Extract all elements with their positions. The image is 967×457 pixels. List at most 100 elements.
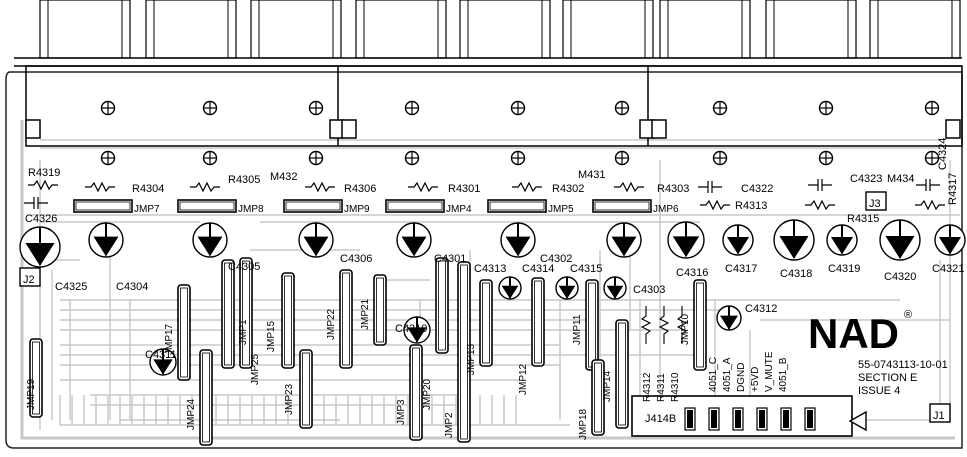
- jumper-bar-inner: [284, 275, 292, 366]
- ground-trace: [20, 120, 955, 440]
- component-label: R4313: [735, 200, 767, 212]
- resistor-symbol: [85, 181, 115, 193]
- jumper-bar: [177, 284, 191, 381]
- header-pin-fill: [783, 410, 789, 428]
- pin-label: +5VD: [750, 367, 761, 392]
- jumper-bar-inner: [302, 352, 310, 426]
- jumper-bar: [615, 319, 629, 429]
- rca-jack-body: [562, 0, 654, 59]
- component-label: C4303: [633, 284, 665, 296]
- capacitor-symbol: [698, 181, 722, 193]
- jumper-bar-inner: [285, 201, 341, 211]
- jumper-bar: [487, 199, 547, 213]
- component-label: R4302: [552, 183, 584, 195]
- component-label: C4323: [850, 173, 882, 185]
- capacitor-symbol: [916, 179, 940, 191]
- rca-jack-body: [355, 0, 447, 59]
- section-label: SECTION E: [858, 372, 917, 384]
- rca-jack-body: [39, 0, 131, 59]
- resistor-symbol: [700, 199, 730, 211]
- component-label: R4312: [642, 372, 653, 402]
- jumper-bar-inner: [534, 280, 542, 364]
- jumper-bar: [339, 269, 353, 369]
- connector-label: J3: [869, 198, 881, 210]
- jumper-bar-inner: [387, 201, 443, 211]
- jumper-label: JMP24: [186, 398, 197, 430]
- housing-tab: [651, 119, 667, 139]
- resistor-symbol: [305, 181, 335, 193]
- pin-label: DGND: [736, 363, 747, 392]
- component-label: R4319: [28, 167, 60, 179]
- jumper-label: JMP9: [344, 204, 370, 215]
- part-number: 55-0743113-10-01: [858, 359, 948, 371]
- pin-label: V_MUTE: [764, 351, 775, 392]
- jumper-bar: [457, 261, 471, 443]
- component-label: C4326: [25, 213, 57, 225]
- header-pin-fill: [759, 410, 765, 428]
- housing-tab: [341, 119, 357, 139]
- jumper-bar-inner: [342, 272, 350, 366]
- component-label: C4317: [725, 263, 757, 275]
- jumper-label: JMP5: [548, 204, 574, 215]
- housing-tab: [945, 119, 961, 139]
- jumper-bar: [592, 199, 652, 213]
- jumper-bar: [591, 359, 605, 436]
- registered-mark: ®: [904, 309, 912, 321]
- jumper-bar-inner: [376, 277, 384, 343]
- rca-jack-body: [765, 0, 857, 59]
- jumper-bar-inner: [412, 347, 420, 438]
- resistor-symbol: [915, 199, 945, 211]
- board-outline: [5, 71, 963, 449]
- jumper-bar: [385, 199, 445, 213]
- jumper-label: JMP19: [26, 378, 37, 410]
- pcb-traces: [20, 120, 960, 440]
- issue-label: ISSUE 4: [858, 385, 900, 397]
- jumper-label: JMP22: [326, 308, 337, 340]
- jumper-label: JMP21: [360, 298, 371, 330]
- resistor-symbol: [408, 181, 438, 193]
- jumper-bar-inner: [696, 282, 704, 368]
- connector-label: J414B: [645, 413, 676, 425]
- housing-tab: [25, 119, 41, 139]
- jumper-label: JMP11: [572, 314, 583, 345]
- jumper-bar-inner: [75, 201, 131, 211]
- jumper-bar-inner: [202, 352, 210, 443]
- connector-label: J1: [933, 410, 945, 422]
- component-label: R4317: [947, 173, 959, 205]
- jumper-bar-inner: [180, 287, 188, 378]
- jumper-bar-inner: [224, 262, 232, 366]
- component-label: R4315: [847, 213, 879, 225]
- resistor-symbol: [512, 181, 542, 193]
- rca-jack-body: [659, 0, 751, 59]
- component-label: R4303: [657, 183, 689, 195]
- jumper-label: JMP12: [518, 363, 529, 395]
- rca-jack-body: [459, 0, 551, 59]
- component-label: C4304: [116, 281, 148, 293]
- component-label: C4318: [780, 268, 812, 280]
- jumper-bar: [373, 274, 387, 346]
- resistor-symbol: [658, 306, 670, 344]
- pin-label: 4051_A: [722, 357, 733, 392]
- jumper-label: JMP14: [602, 370, 613, 402]
- jumper-bar: [693, 279, 707, 371]
- rca-jack-body: [145, 0, 237, 59]
- connector-box: [929, 403, 951, 423]
- component-label: C4321: [932, 263, 964, 275]
- jack-label: M431: [578, 169, 606, 181]
- jumper-label: JMP10: [680, 313, 691, 345]
- jack-housing: [25, 65, 963, 147]
- component-label: R4304: [132, 183, 164, 195]
- jumper-bar: [239, 257, 253, 369]
- component-label: C4316: [676, 267, 708, 279]
- resistor-symbol: [640, 306, 652, 344]
- component-label: C4302: [540, 253, 572, 265]
- component-label: C4310: [395, 323, 427, 335]
- resistor-symbol: [676, 306, 688, 344]
- jumper-label: JMP13: [466, 343, 477, 375]
- jumper-bar-inner: [482, 282, 490, 364]
- jumper-bar: [29, 338, 43, 418]
- jumper-bar-inner: [460, 264, 468, 440]
- component-label: C4305: [228, 261, 260, 273]
- jumper-bar-inner: [438, 260, 446, 351]
- jumper-bar: [409, 344, 423, 441]
